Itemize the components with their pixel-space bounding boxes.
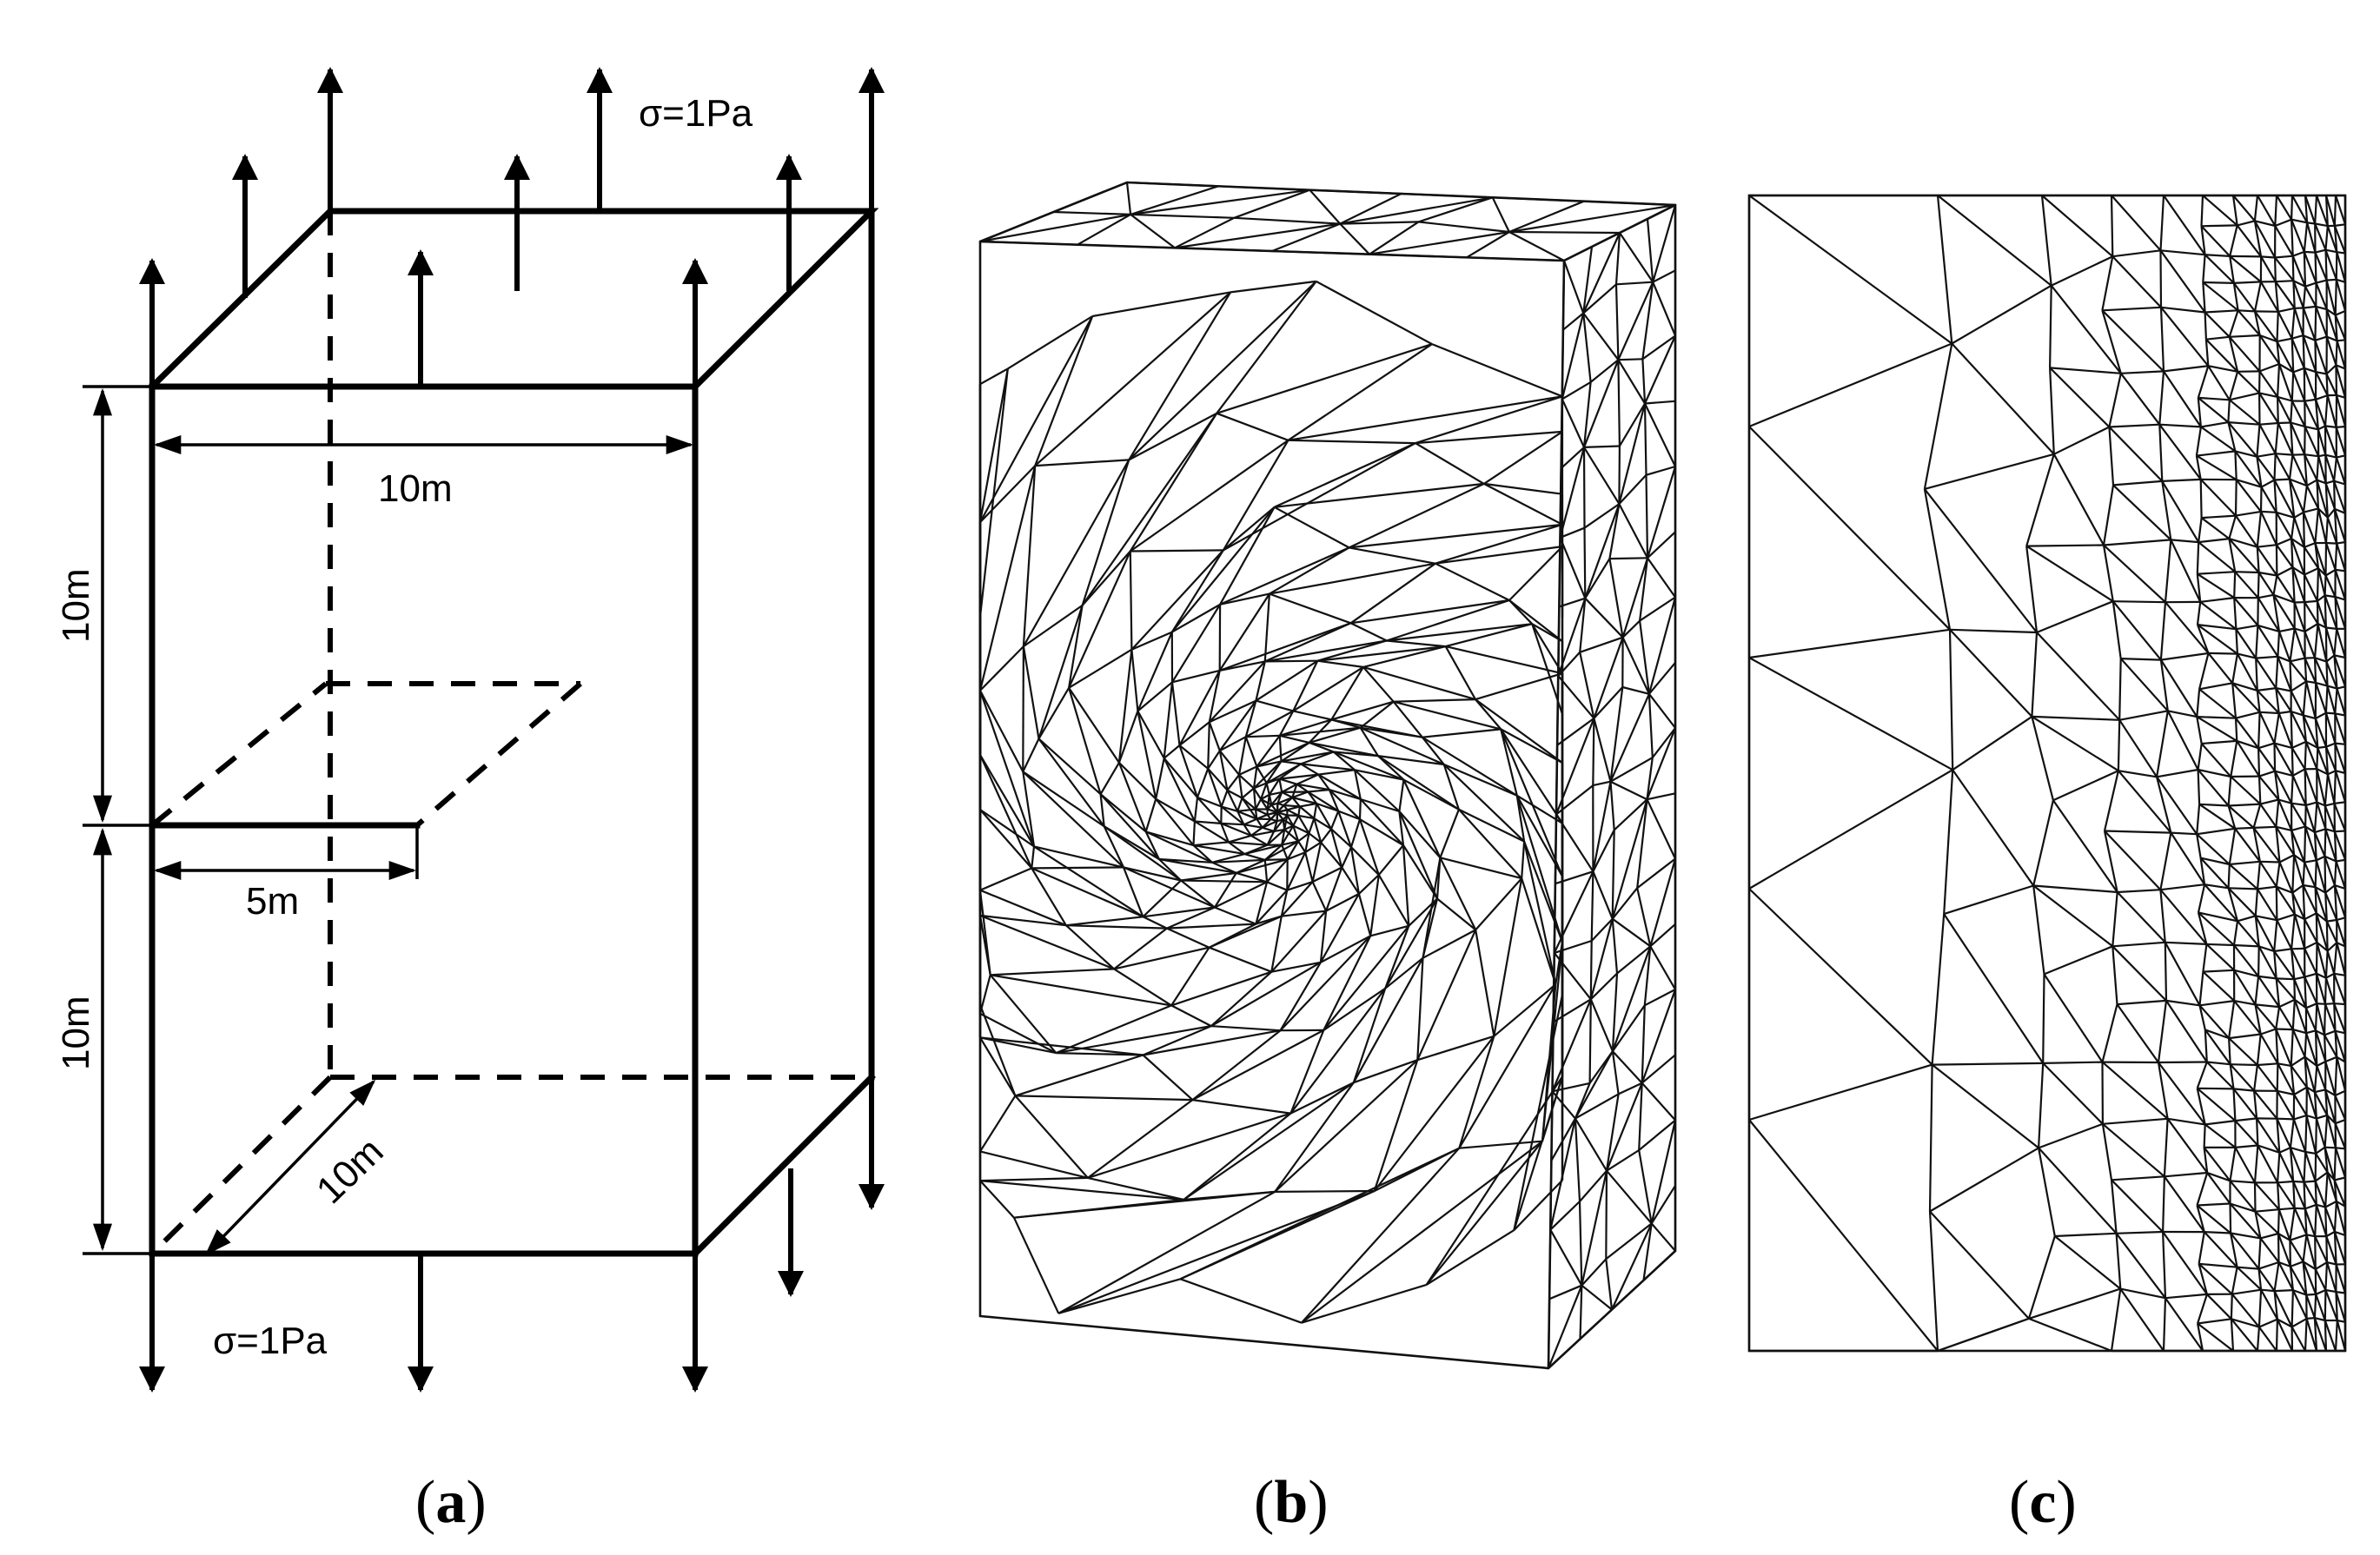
mesh-c-elements bbox=[1747, 194, 2347, 1353]
panel-c-2d-mesh bbox=[1747, 194, 2347, 1353]
crack-plane bbox=[149, 681, 582, 879]
box-solid-edges bbox=[148, 208, 879, 1258]
upper-height-dimension-label: 10m bbox=[55, 568, 97, 643]
dimension-arrows bbox=[92, 387, 694, 1256]
panel-label-c: (c) bbox=[2009, 1469, 2077, 1536]
width-dimension-label: 10m bbox=[378, 467, 453, 510]
lower-height-dimension-label: 10m bbox=[55, 996, 97, 1070]
top-stress-label: σ=1Pa bbox=[639, 92, 753, 135]
panel-a-schematic: σ=1Pa σ=1Pa 10m 5m 10m 10m 10m bbox=[55, 67, 885, 1393]
bottom-stress-label: σ=1Pa bbox=[213, 1320, 328, 1362]
panel-b-3d-mesh bbox=[978, 181, 1677, 1370]
top-load-arrows bbox=[139, 67, 885, 387]
panel-label-a: (a) bbox=[415, 1469, 487, 1536]
box-hidden-edges bbox=[149, 211, 872, 1256]
bottom-load-arrows bbox=[139, 1077, 885, 1393]
depth-dimension-label: 10m bbox=[308, 1129, 392, 1212]
extension-lines bbox=[83, 385, 152, 1255]
mesh-b-elements bbox=[978, 181, 1677, 1369]
crack-dimension-label: 5m bbox=[246, 880, 299, 923]
panel-label-b: (b) bbox=[1254, 1469, 1329, 1536]
